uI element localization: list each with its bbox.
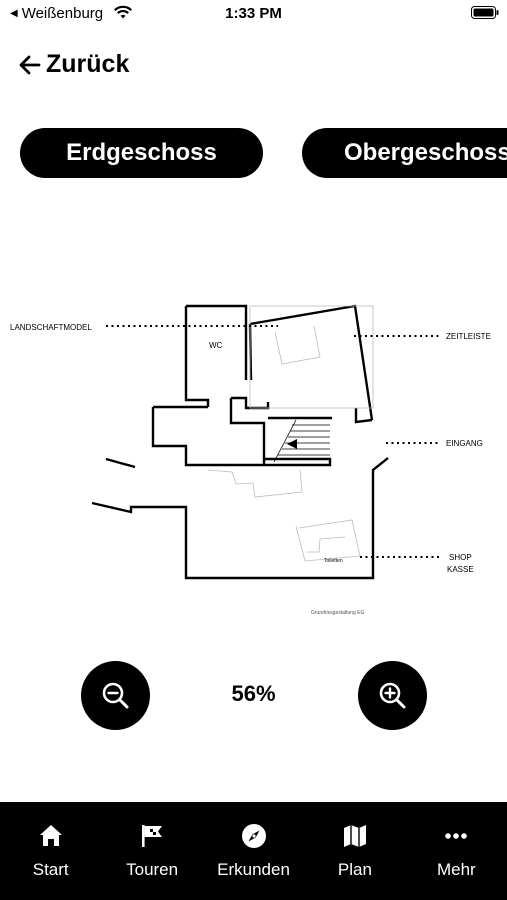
nav-erkunden[interactable]: Erkunden [203, 802, 304, 900]
label-kasse: KASSE [447, 565, 474, 574]
arrow-left-icon [19, 55, 41, 74]
zoom-in-icon [379, 682, 405, 708]
label-zeitleiste: ZEITLEISTE [446, 332, 491, 341]
nav-start-label: Start [32, 860, 69, 879]
wifi-icon [114, 5, 132, 19]
back-triangle-icon: ◀ [10, 8, 18, 19]
compass-icon [241, 824, 266, 848]
nav-start[interactable]: Start [0, 802, 101, 900]
label-landschaftmodel: LANDSCHAFTMODEL [10, 323, 92, 332]
home-icon [39, 825, 62, 846]
zoom-level: 56% [231, 681, 276, 706]
nav-plan[interactable]: Plan [304, 802, 405, 900]
label-wc: WC [209, 341, 223, 350]
zoom-out-icon [102, 682, 128, 708]
back-app-label: Weißenburg [21, 5, 104, 22]
nav-mehr-label: Mehr [436, 860, 476, 879]
floor-plan[interactable]: LANDSCHAFTMODEL ZEITLEISTE EINGANG SHOP … [0, 280, 507, 620]
tab-obergeschoss[interactable]: Obergeschoss [302, 128, 507, 178]
back-to-app[interactable]: ◀ Weißenburg [10, 5, 103, 22]
nav-touren-label: Touren [126, 860, 179, 879]
back-label: Zurück [46, 50, 130, 78]
zoom-in-button[interactable] [358, 661, 427, 730]
label-eingang: EINGANG [446, 439, 483, 448]
map-icon [343, 825, 366, 847]
nav-erkunden-label: Erkunden [217, 860, 290, 879]
back-button[interactable]: Zurück [18, 50, 129, 79]
label-toiletten: Toiletten [324, 558, 343, 564]
nav-mehr[interactable]: Mehr [406, 802, 507, 900]
zoom-out-button[interactable] [81, 661, 150, 730]
floor-plan-drawing: LANDSCHAFTMODEL ZEITLEISTE EINGANG SHOP … [10, 304, 491, 616]
nav-touren[interactable]: Touren [101, 802, 202, 900]
label-shop: SHOP [449, 553, 472, 562]
nav-plan-label: Plan [337, 860, 372, 879]
plan-caption: Grundrissgestaltung EG [311, 610, 364, 616]
tab-erdgeschoss[interactable]: Erdgeschoss [20, 128, 263, 178]
bottom-nav: Start Touren Erkunden Plan Mehr [0, 802, 507, 900]
clock: 1:33 PM [225, 5, 282, 22]
flag-icon [142, 825, 163, 847]
status-bar: ◀ Weißenburg 1:33 PM [0, 0, 507, 28]
floor-tabs: Erdgeschoss Obergeschoss [0, 128, 507, 178]
more-icon [445, 833, 468, 839]
battery-icon [471, 6, 499, 19]
